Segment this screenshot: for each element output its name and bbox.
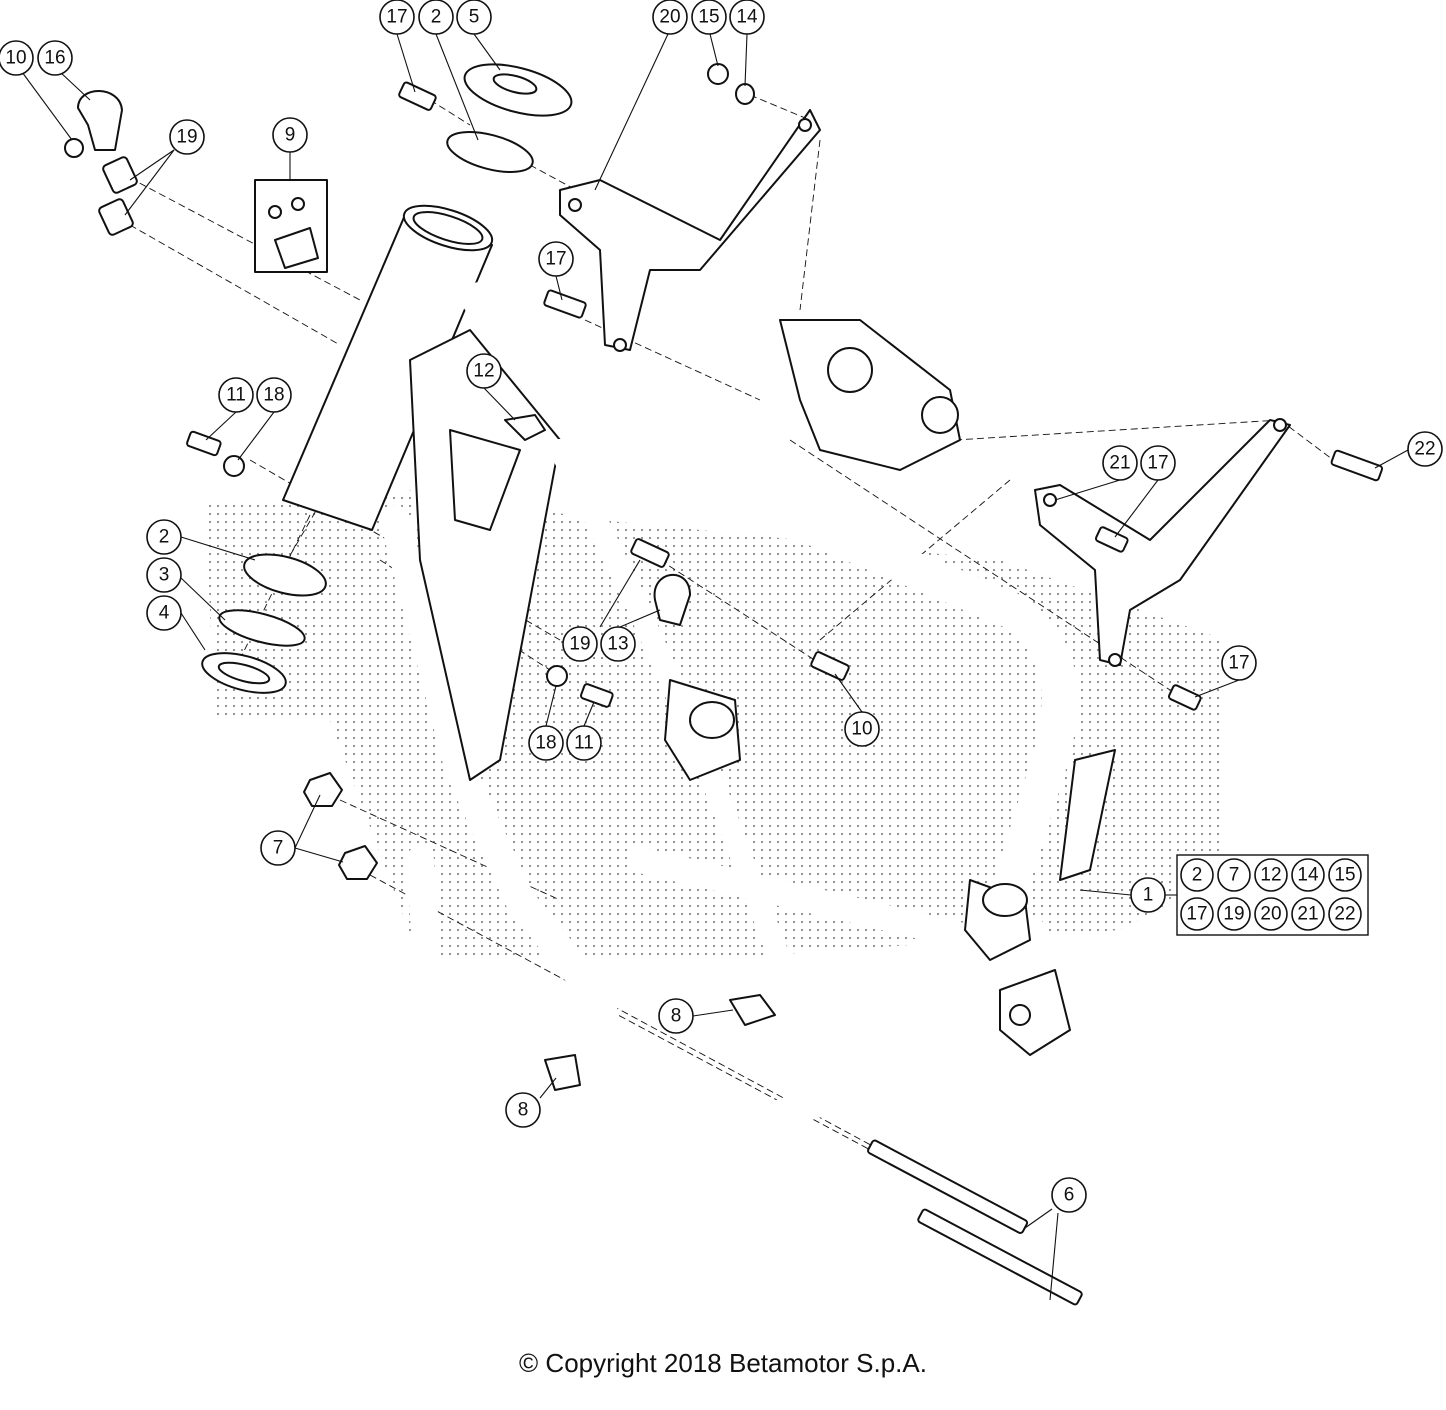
callout-17: 17 (1140, 445, 1176, 481)
callouts: 10 16 19 9 17 2 5 20 15 14 17 11 18 12 2… (0, 0, 1443, 1213)
callout-21: 21 (1102, 445, 1138, 481)
frame-exploded-diagram: 10 16 19 9 17 2 5 20 15 14 17 11 18 12 2… (0, 0, 1443, 1306)
svg-text:11: 11 (226, 385, 246, 406)
svg-text:19: 19 (569, 634, 590, 655)
svg-text:11: 11 (574, 733, 594, 754)
callout-9: 9 (272, 117, 308, 153)
svg-text:17: 17 (1147, 453, 1168, 474)
part-3-seal (218, 609, 306, 647)
callout-11: 11 (566, 725, 602, 761)
part-5-dust-cover (463, 63, 573, 117)
svg-text:5: 5 (469, 7, 480, 28)
callout-16: 16 (37, 40, 73, 76)
svg-text:7: 7 (273, 838, 284, 859)
svg-text:17: 17 (1228, 653, 1249, 674)
bracket-20 (559, 109, 821, 352)
callout-11: 11 (218, 377, 254, 413)
main-frame (282, 204, 1116, 1155)
svg-text:2: 2 (159, 527, 170, 548)
callout-8: 8 (505, 1092, 541, 1128)
svg-text:12: 12 (1260, 865, 1281, 886)
kit-item: 17 (1180, 897, 1214, 931)
svg-text:6: 6 (1064, 1185, 1075, 1206)
svg-text:16: 16 (44, 48, 65, 69)
svg-text:22: 22 (1334, 904, 1355, 925)
callout-10: 10 (0, 40, 34, 76)
callout-12: 12 (466, 353, 502, 389)
kit-item: 21 (1291, 897, 1325, 931)
kit-item: 15 (1328, 858, 1362, 892)
svg-text:21: 21 (1109, 453, 1130, 474)
callout-17: 17 (379, 0, 415, 35)
kit-item: 19 (1217, 897, 1251, 931)
svg-text:13: 13 (607, 634, 628, 655)
callout-22: 22 (1407, 431, 1443, 467)
callout-1: 1 (1130, 877, 1166, 913)
svg-text:17: 17 (1186, 904, 1207, 925)
callout-19: 19 (169, 119, 205, 155)
kit-item: 12 (1254, 858, 1288, 892)
callout-3: 3 (146, 557, 182, 593)
callout-18: 18 (256, 377, 292, 413)
svg-text:14: 14 (1297, 865, 1319, 886)
svg-text:2: 2 (431, 7, 442, 28)
svg-text:15: 15 (1334, 865, 1355, 886)
callout-7: 7 (260, 830, 296, 866)
callout-15: 15 (691, 0, 727, 35)
kit-reference-box: 2 7 12 14 15 17 19 20 21 22 (1165, 854, 1369, 936)
callout-18: 18 (528, 725, 564, 761)
svg-text:7: 7 (1229, 865, 1240, 886)
callout-5: 5 (456, 0, 492, 35)
leader-lines (21, 33, 1409, 1301)
svg-text:14: 14 (736, 7, 758, 28)
svg-text:18: 18 (535, 733, 556, 754)
callout-6: 6 (1051, 1177, 1087, 1213)
svg-text:8: 8 (671, 1006, 682, 1027)
callout-20: 20 (652, 0, 688, 35)
svg-text:22: 22 (1414, 439, 1435, 460)
copyright-notice: © Copyright 2018 Betamotor S.p.A. (519, 1348, 927, 1378)
svg-text:20: 20 (659, 7, 680, 28)
kit-item: 7 (1217, 858, 1251, 892)
part-2-upper-bearing (446, 131, 534, 173)
svg-text:17: 17 (545, 249, 566, 270)
callout-14: 14 (729, 0, 765, 35)
part-9-lock-set (254, 179, 328, 273)
svg-text:1: 1 (1143, 885, 1154, 906)
part-4-ring (201, 652, 287, 694)
svg-text:10: 10 (5, 48, 26, 69)
svg-text:17: 17 (386, 7, 407, 28)
svg-text:12: 12 (473, 361, 494, 382)
bracket-21 (1034, 418, 1291, 667)
svg-text:15: 15 (698, 7, 719, 28)
steering-head (282, 204, 494, 531)
svg-text:4: 4 (159, 603, 170, 624)
callout-2: 2 (418, 0, 454, 35)
svg-text:3: 3 (159, 565, 170, 586)
kit-item: 2 (1180, 858, 1214, 892)
svg-text:2: 2 (1192, 865, 1203, 886)
callout-10: 10 (844, 711, 880, 747)
part-2-lower-bearing (243, 553, 327, 597)
kit-item: 14 (1291, 858, 1325, 892)
svg-text:19: 19 (176, 127, 197, 148)
callout-2: 2 (146, 519, 182, 555)
svg-text:18: 18 (263, 385, 284, 406)
callout-17: 17 (538, 241, 574, 277)
svg-text:8: 8 (518, 1100, 529, 1121)
callout-4: 4 (146, 595, 182, 631)
kit-item: 20 (1254, 897, 1288, 931)
callout-13: 13 (600, 626, 636, 662)
svg-text:21: 21 (1297, 904, 1318, 925)
svg-text:10: 10 (851, 719, 872, 740)
callout-8: 8 (658, 998, 694, 1034)
kit-item: 22 (1328, 897, 1362, 931)
svg-text:20: 20 (1260, 904, 1281, 925)
svg-text:9: 9 (285, 125, 296, 146)
svg-text:19: 19 (1223, 904, 1244, 925)
callout-17: 17 (1221, 645, 1257, 681)
callout-19: 19 (562, 626, 598, 662)
